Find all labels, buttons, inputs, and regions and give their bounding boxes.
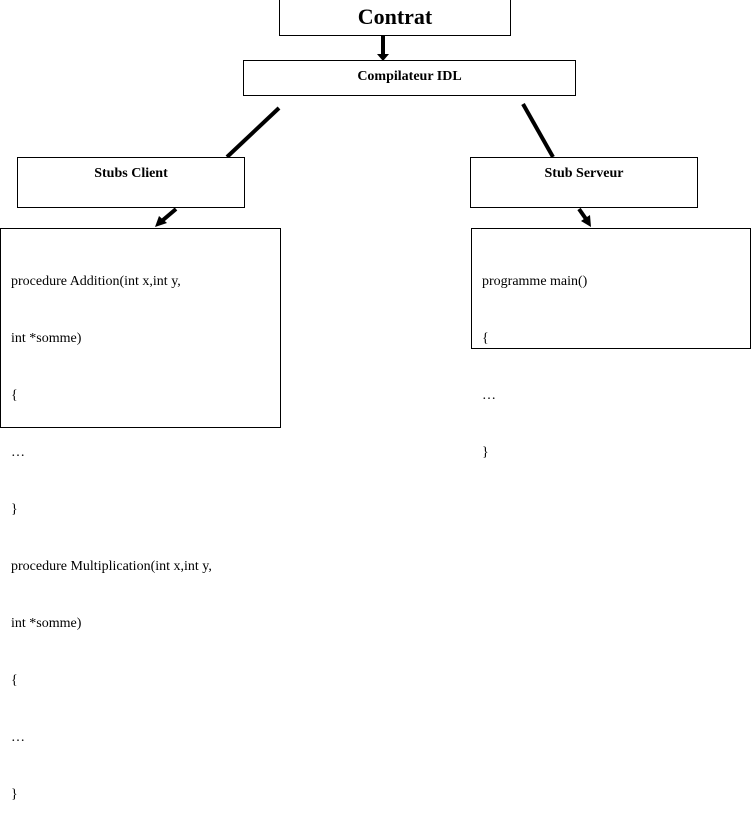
client-stub-node: Stubs Client xyxy=(17,157,245,208)
idl-compiler-node: Compilateur IDL xyxy=(243,60,576,96)
client-stub-label: Stubs Client xyxy=(94,166,168,181)
server-code-line: programme main() xyxy=(482,274,588,289)
client-stub-to-code-arrow xyxy=(161,207,178,222)
contract-label: Contrat xyxy=(357,4,433,29)
client-code-line: … xyxy=(11,445,25,460)
server-code-line: … xyxy=(482,388,496,403)
server-stub-label: Stub Serveur xyxy=(544,166,624,181)
compiler-to-server-line xyxy=(521,103,555,158)
server-code-block: programme main() { … } xyxy=(471,228,751,460)
contract-node: Contrat xyxy=(279,0,511,36)
client-code-line: int *somme) xyxy=(11,331,82,346)
server-stub-to-code-arrowhead xyxy=(581,215,591,227)
client-code-line: … xyxy=(11,730,25,745)
client-code-line: { xyxy=(11,388,18,403)
client-stub-to-code-arrowhead xyxy=(155,216,167,227)
client-code-line: int *somme) xyxy=(11,616,82,631)
client-code-line: } xyxy=(11,502,18,517)
client-code-line: procedure Addition(int x,int y, xyxy=(11,274,181,289)
client-code-line: } xyxy=(11,787,18,802)
client-code-block: procedure Addition(int x,int y, int *som… xyxy=(0,228,281,802)
server-stub-to-code-arrow xyxy=(577,207,588,221)
compiler-to-client-line xyxy=(225,106,281,159)
client-code-line: { xyxy=(11,673,18,688)
connector-lines xyxy=(155,36,591,227)
server-code-line: } xyxy=(482,445,489,460)
idl-compiler-label: Compilateur IDL xyxy=(357,69,462,84)
server-code-line: { xyxy=(482,331,489,346)
server-stub-node: Stub Serveur xyxy=(470,157,698,208)
client-code-line: procedure Multiplication(int x,int y, xyxy=(11,559,212,574)
contract-to-compiler-arrowhead xyxy=(377,54,389,61)
